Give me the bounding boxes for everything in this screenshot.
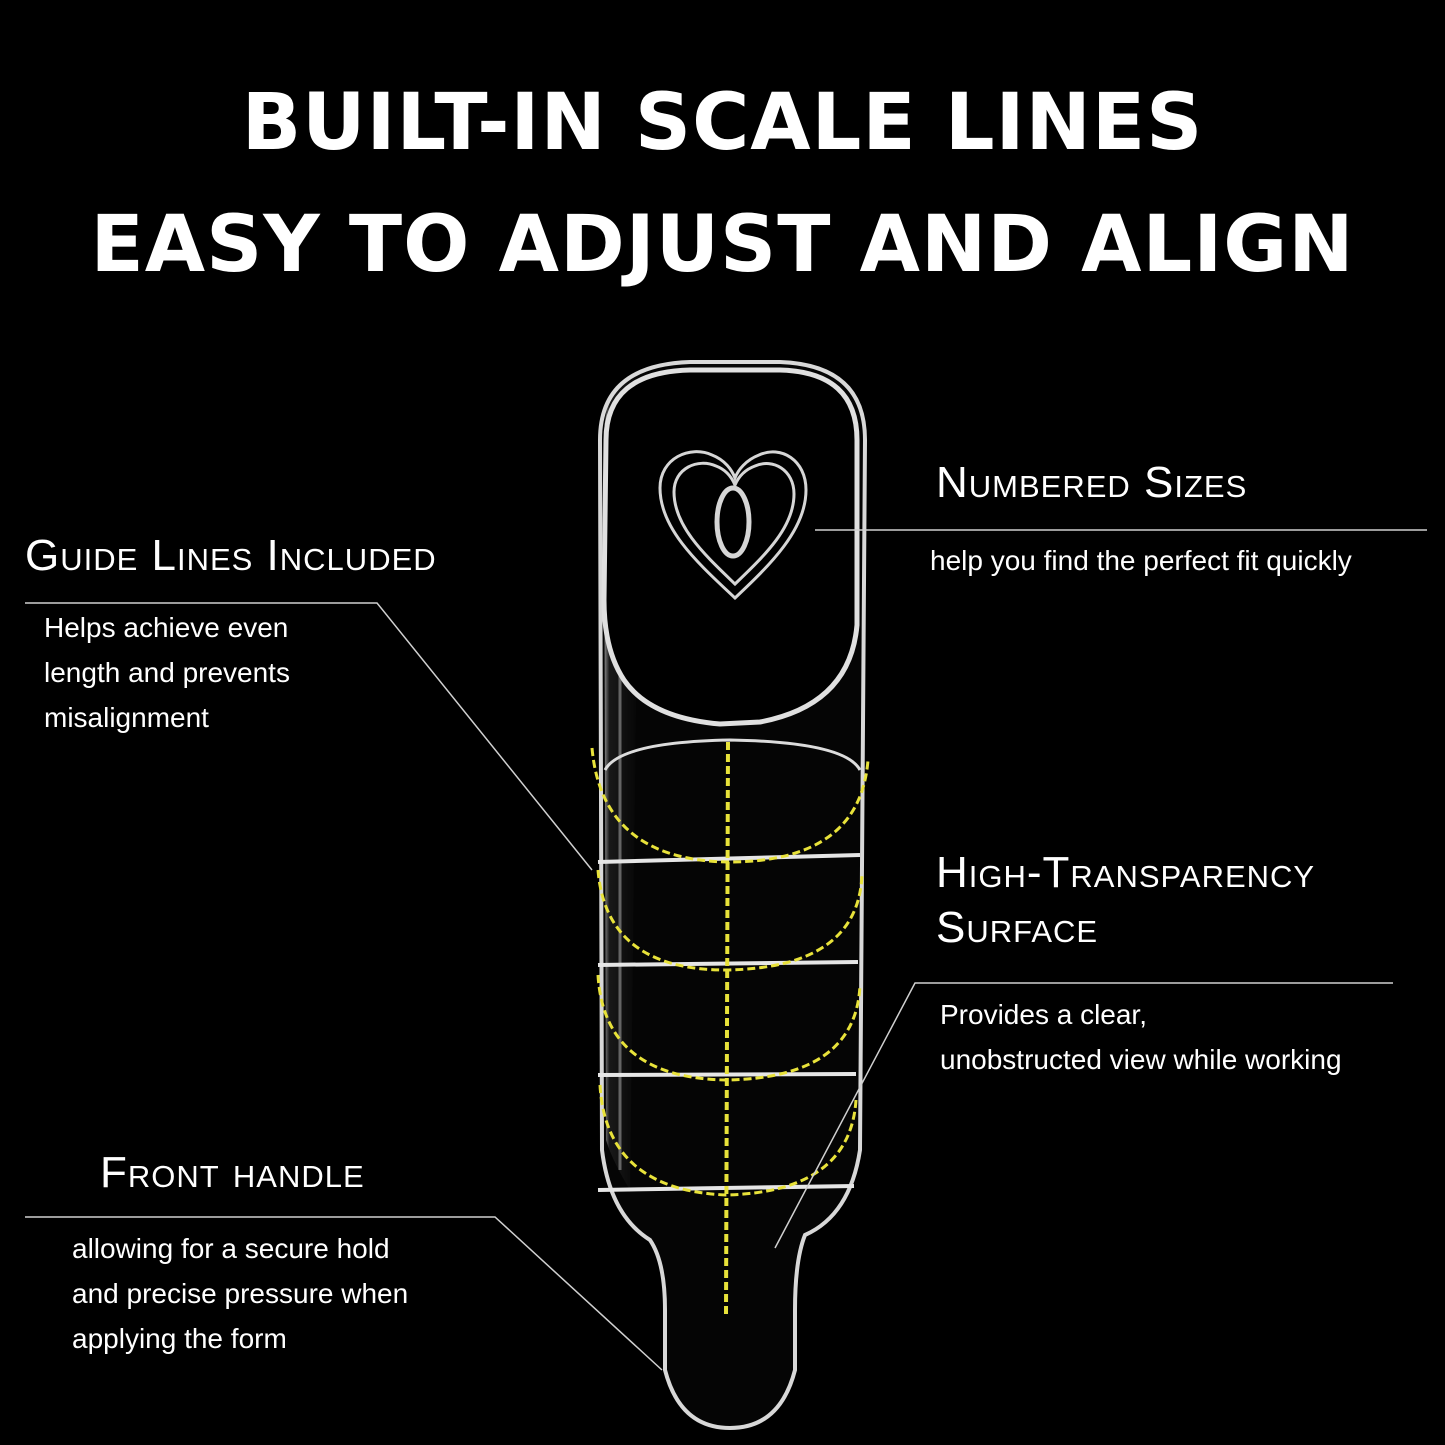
transparency-desc: Provides a clear, unobstructed view whil… [940,992,1342,1082]
transparency-desc-line: Provides a clear, [940,999,1147,1030]
transparency-title: High-Transparency Surface [936,845,1315,955]
size-heart-icon [658,450,808,601]
front-handle-title: Front handle [100,1148,365,1197]
transparency-desc-line: unobstructed view while working [940,1044,1342,1075]
front-handle-desc-line: and precise pressure when [72,1278,409,1309]
guide-lines-desc-line: Helps achieve even [44,612,289,643]
headline-line-1: BUILT-IN SCALE LINES [241,78,1204,168]
numbered-sizes-title: Numbered Sizes [936,458,1248,507]
front-handle-desc: allowing for a secure hold and precise p… [72,1226,408,1361]
front-handle-desc-line: allowing for a secure hold [72,1233,390,1264]
guide-lines-desc: Helps achieve even length and prevents m… [44,605,290,740]
guide-lines-desc-line: misalignment [44,702,209,733]
guide-lines-title: Guide Lines Included [25,531,437,580]
numbered-sizes-desc: help you find the perfect fit quickly [930,538,1352,583]
transparency-title-line: Surface [936,903,1099,952]
headline-line-2: EASY TO ADJUST AND ALIGN [90,200,1355,290]
guide-lines-desc-line: length and prevents [44,657,290,688]
callout-lines [25,529,1427,1371]
front-handle-desc-line: applying the form [72,1323,287,1354]
nail-pad [601,367,860,727]
guide-lines [590,738,870,1316]
transparency-title-line: High-Transparency [936,848,1316,897]
numbered-sizes-desc-line: help you find the perfect fit quickly [930,545,1352,576]
